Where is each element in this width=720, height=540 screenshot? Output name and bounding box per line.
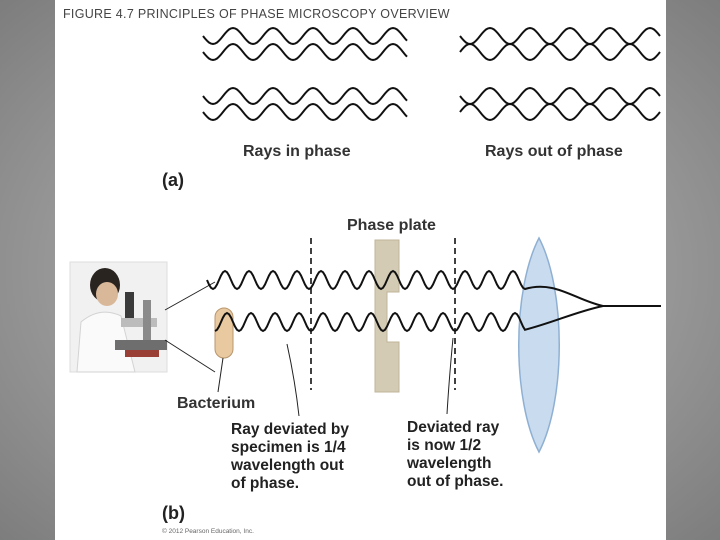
- half-wave-pointer: [446, 337, 454, 415]
- rays-in-phase-label: Rays in phase: [243, 143, 351, 160]
- out-of-phase-wave-3: [459, 86, 661, 106]
- bacterium-pointer: [217, 357, 224, 393]
- zoom-line-bottom: [164, 339, 216, 373]
- panel-b-waves: [206, 269, 661, 333]
- half-caption-line-2: is now 1/2: [407, 437, 481, 454]
- deviated-caption-line-3: wavelength out: [230, 457, 344, 474]
- deviated-ray-pointer: [286, 343, 300, 417]
- microscope-photo: [69, 261, 168, 373]
- half-caption-line-1: Deviated ray: [407, 419, 500, 436]
- undeviated-ray: [206, 269, 661, 307]
- in-phase-wave-4: [202, 102, 408, 122]
- half-caption-line-4: out of phase.: [407, 473, 503, 490]
- bacterium-label: Bacterium: [177, 395, 255, 412]
- phase-microscopy-figure: FIGURE 4.7 PRINCIPLES OF PHASE MICROSCOP…: [63, 7, 661, 535]
- deviated-caption-line-1: Ray deviated by: [231, 421, 349, 438]
- half-wave-caption: Deviated ray is now 1/2 wavelength out o…: [406, 419, 503, 490]
- out-of-phase-wave-2: [459, 42, 661, 62]
- panel-a-waves: [202, 26, 661, 122]
- phase-plate-label: Phase plate: [347, 217, 436, 234]
- figure-title: FIGURE 4.7 PRINCIPLES OF PHASE MICROSCOP…: [63, 7, 450, 21]
- in-phase-wave-2: [202, 42, 408, 62]
- rays-out-of-phase-label: Rays out of phase: [485, 143, 623, 160]
- deviated-ray-caption: Ray deviated by specimen is 1/4 waveleng…: [230, 421, 349, 492]
- in-phase-wave-3: [202, 86, 408, 106]
- panel-a-label: (a): [162, 170, 184, 190]
- in-phase-wave-1: [202, 26, 408, 46]
- panel-b-label: (b): [162, 503, 185, 523]
- deviated-caption-line-2: specimen is 1/4: [231, 439, 346, 456]
- bacterium: [214, 307, 234, 359]
- half-caption-line-3: wavelength: [406, 455, 491, 472]
- slide: FIGURE 4.7 PRINCIPLES OF PHASE MICROSCOP…: [55, 0, 666, 540]
- deviated-caption-line-4: of phase.: [231, 475, 299, 492]
- copyright-notice: © 2012 Pearson Education, Inc.: [162, 527, 254, 535]
- convex-lens: [518, 236, 560, 454]
- deviated-ray: [214, 305, 604, 333]
- out-of-phase-wave-4: [459, 102, 661, 122]
- zoom-line-top: [164, 281, 216, 311]
- phase-plate: [374, 239, 400, 393]
- out-of-phase-wave-1: [459, 26, 661, 46]
